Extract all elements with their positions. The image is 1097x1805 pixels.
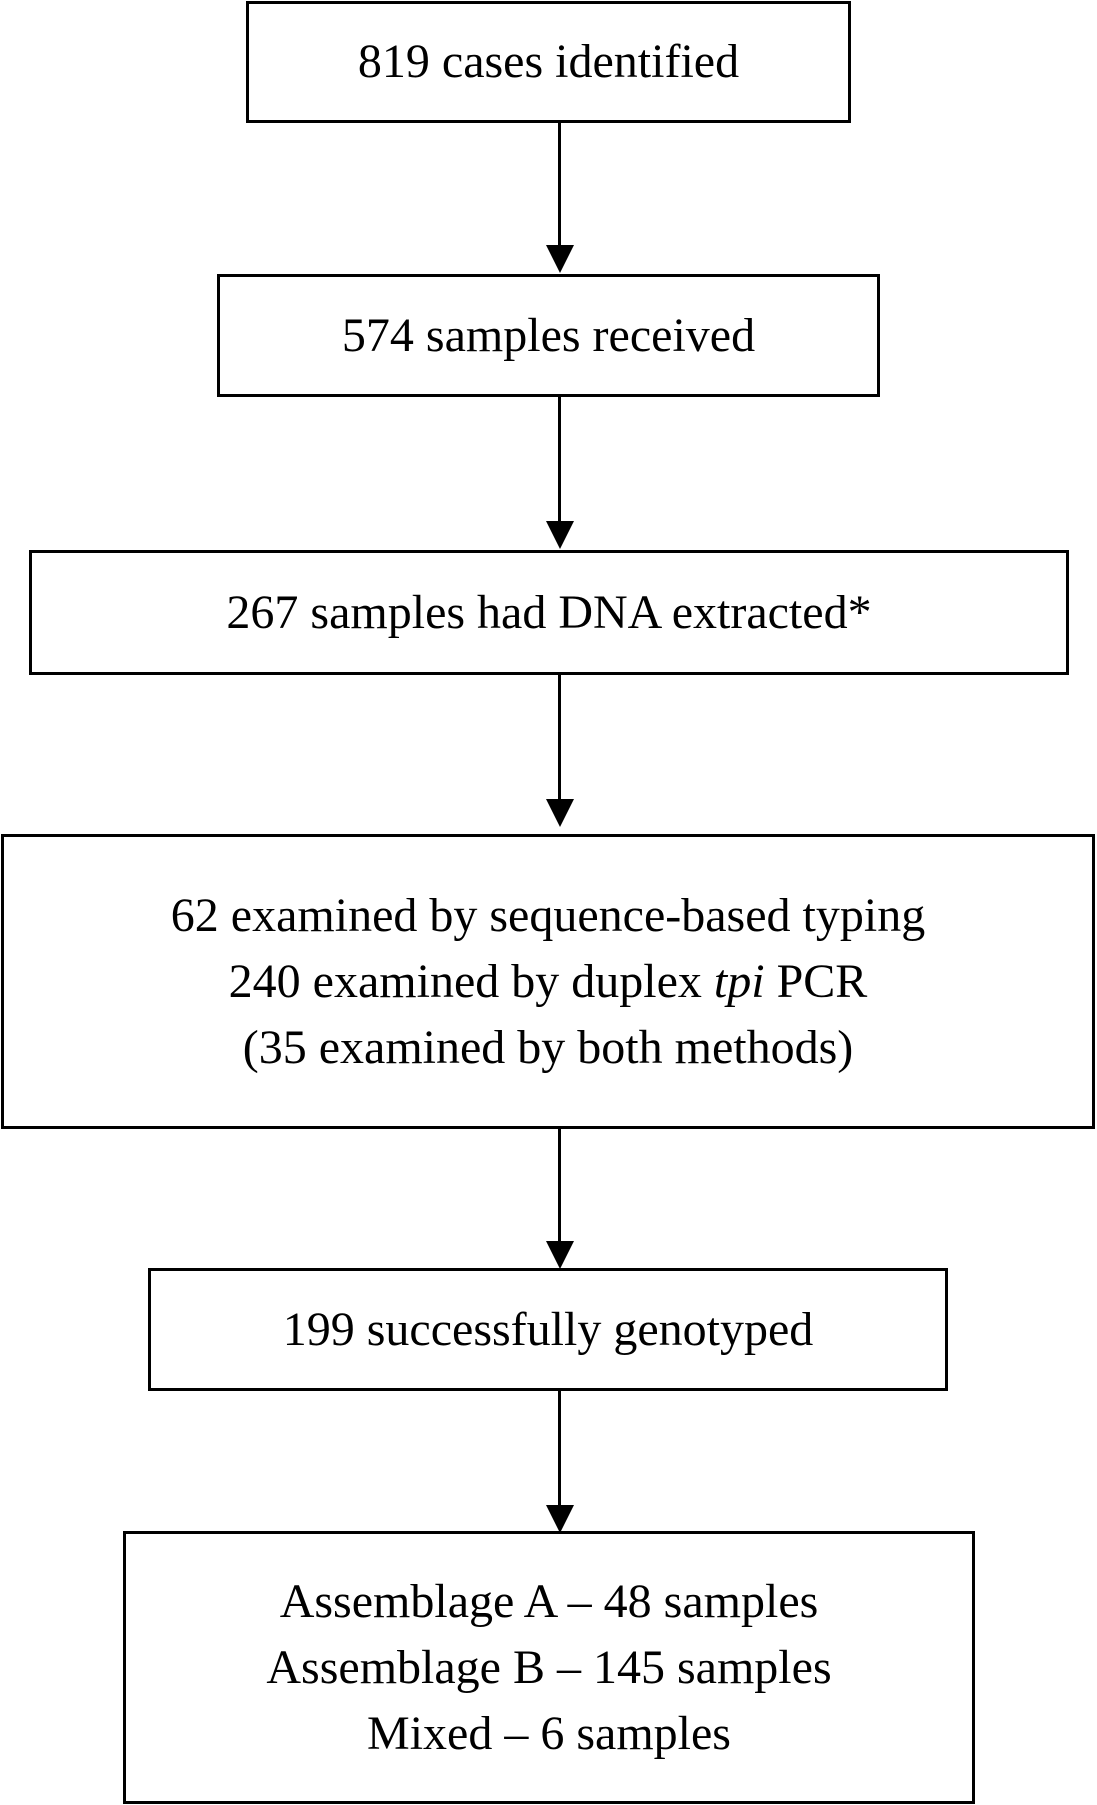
step-examined-line-3: (35 examined by both methods) bbox=[242, 1020, 854, 1074]
arrow-2-line bbox=[558, 397, 561, 521]
arrow-2-head bbox=[546, 521, 574, 549]
step-assemblage-box: Assemblage A – 48 samples Assemblage B –… bbox=[123, 1531, 975, 1804]
arrow-1-line bbox=[558, 123, 561, 245]
step-genotyped-box: 199 successfully genotyped bbox=[148, 1268, 948, 1391]
step-samples-received-text: 574 samples received bbox=[341, 308, 756, 362]
step-examined-line-1: 62 examined by sequence-based typing bbox=[170, 888, 926, 942]
step-dna-extracted-text: 267 samples had DNA extracted* bbox=[226, 585, 872, 639]
step-assemblage-line-2: Assemblage B – 145 samples bbox=[266, 1640, 832, 1694]
arrow-3-head bbox=[546, 799, 574, 827]
step-examined-line-2-suffix: PCR bbox=[764, 954, 868, 1008]
step-examined-line-2-prefix: 240 examined by duplex bbox=[228, 954, 714, 1008]
step-samples-received-box: 574 samples received bbox=[217, 274, 880, 397]
arrow-4-head bbox=[546, 1241, 574, 1269]
step-genotyped-text: 199 successfully genotyped bbox=[282, 1302, 814, 1356]
step-assemblage-line-3: Mixed – 6 samples bbox=[367, 1706, 731, 1760]
step-dna-extracted-box: 267 samples had DNA extracted* bbox=[29, 550, 1069, 675]
arrow-4-line bbox=[558, 1129, 561, 1241]
step-examined-box: 62 examined by sequence-based typing 240… bbox=[1, 834, 1095, 1129]
step-examined-line-2-gene: tpi bbox=[713, 954, 765, 1008]
step-cases-identified-box: 819 cases identified bbox=[246, 1, 851, 123]
arrow-1-head bbox=[546, 245, 574, 273]
step-examined-line-2: 240 examined by duplex tpi PCR bbox=[229, 949, 868, 1015]
arrow-5-head bbox=[546, 1505, 574, 1533]
arrow-5-line bbox=[558, 1391, 561, 1505]
step-cases-identified-text: 819 cases identified bbox=[357, 35, 740, 88]
arrow-3-line bbox=[558, 675, 561, 799]
step-assemblage-line-1: Assemblage A – 48 samples bbox=[279, 1574, 819, 1628]
